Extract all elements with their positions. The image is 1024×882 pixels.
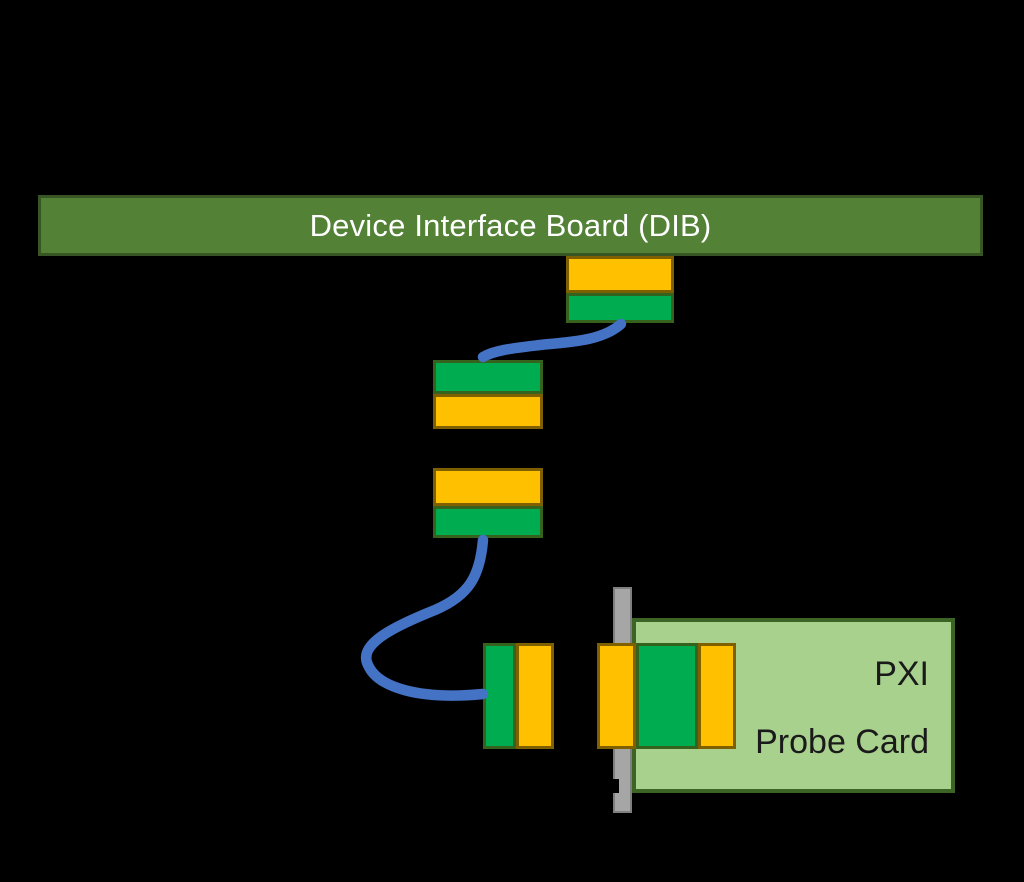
- connector-pin-yellow: [597, 643, 636, 749]
- dib-label: Device Interface Board (DIB): [309, 207, 712, 243]
- pxi-label: PXI: [874, 655, 929, 693]
- connector-pin-yellow: [433, 394, 543, 429]
- interposer-connector-bottom: [433, 468, 543, 538]
- connector-pin-green: [483, 643, 516, 749]
- connector-pin-green: [566, 293, 674, 323]
- connector-pin-yellow: [698, 643, 736, 749]
- dib-connector: [566, 256, 674, 323]
- cable-plug-connector: [483, 643, 554, 749]
- bracket-notch: [611, 779, 619, 793]
- probe-card-label: Probe Card: [755, 723, 929, 761]
- card-edge-connector: [597, 643, 736, 749]
- connector-pin-yellow: [516, 643, 554, 749]
- connector-pin-yellow: [566, 256, 674, 293]
- signal-cable-lower: [361, 534, 489, 701]
- connector-pin-yellow: [433, 468, 543, 506]
- device-interface-board: Device Interface Board (DIB): [38, 195, 983, 256]
- connector-pin-green: [636, 643, 698, 749]
- connector-pin-green: [433, 360, 543, 394]
- connector-pin-green: [433, 506, 543, 538]
- signal-cable-upper: [477, 318, 627, 363]
- interposer-connector-top: [433, 360, 543, 429]
